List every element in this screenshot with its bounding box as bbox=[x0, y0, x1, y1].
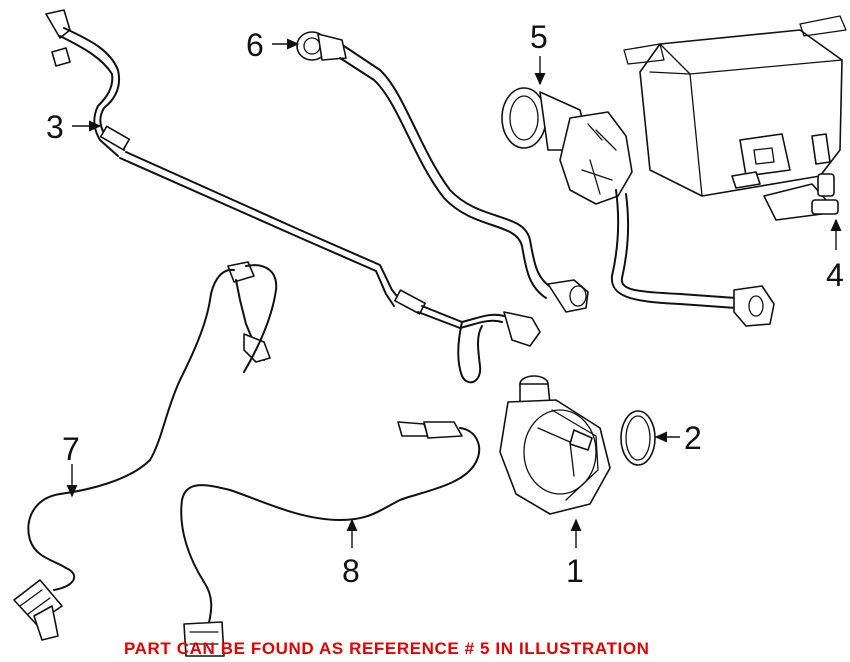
callout-7: 7 bbox=[62, 431, 80, 467]
callout-3: 3 bbox=[46, 109, 64, 145]
vapor-line-part-3 bbox=[45, 9, 541, 384]
callout-1: 1 bbox=[566, 553, 584, 589]
sensor-harness-part-8 bbox=[180, 421, 481, 657]
callout-2: 2 bbox=[684, 420, 702, 456]
purge-valve-part-5 bbox=[501, 87, 775, 327]
reference-footnote: PART CAN BE FOUND AS REFERENCE # 5 IN IL… bbox=[124, 639, 650, 658]
charcoal-canister-part-4 bbox=[623, 15, 847, 221]
o-ring-part-2 bbox=[620, 410, 656, 466]
callout-5: 5 bbox=[530, 19, 548, 55]
callout-leaders bbox=[66, 38, 842, 548]
callout-8: 8 bbox=[342, 553, 360, 589]
leak-pump-part-1 bbox=[499, 375, 611, 515]
sensor-harness-part-7 bbox=[13, 261, 278, 641]
hose-part-6 bbox=[296, 31, 589, 313]
callout-6: 6 bbox=[246, 27, 264, 63]
callout-4: 4 bbox=[826, 257, 844, 293]
